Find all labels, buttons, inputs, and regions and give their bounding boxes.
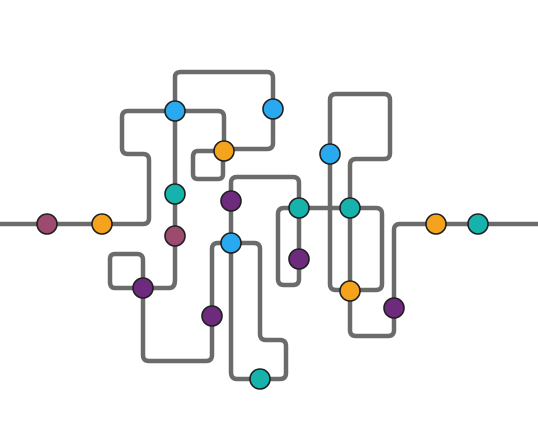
right-teal-node [339, 197, 361, 219]
track-lines [0, 69, 538, 382]
track-center-vertical [228, 198, 289, 382]
center-orange-node [213, 140, 235, 162]
right-blue-node [319, 143, 341, 165]
track-small-hook [190, 148, 227, 182]
track-small-left-loop [107, 240, 234, 364]
track-right-tall-loop [327, 91, 393, 293]
center-purple-node [220, 190, 242, 212]
mid-teal-node [288, 197, 310, 219]
far-right-orange-node [425, 213, 447, 235]
track-left-vertical [140, 108, 178, 291]
left-orange-node [91, 213, 113, 235]
track-main-left [0, 108, 227, 227]
track-mid-loop [275, 205, 302, 288]
left-mauve-node [36, 213, 58, 235]
track-right-connector [296, 205, 385, 293]
track-center-upper-loop [228, 174, 302, 262]
bottom-teal-node [249, 368, 271, 390]
center-teal-node [164, 183, 186, 205]
mid-purple-node [288, 248, 310, 270]
far-right-teal-node [467, 213, 489, 235]
station-nodes [36, 98, 489, 390]
top-blue-node-1 [164, 100, 186, 122]
lower-purple-node-2 [201, 305, 223, 327]
center-mauve-node [164, 225, 186, 247]
top-blue-node-2 [262, 98, 284, 120]
center-blue-node [220, 232, 242, 254]
track-right-lower-loop [347, 221, 538, 339]
right-orange-node [339, 280, 361, 302]
lower-purple-node-1 [132, 277, 154, 299]
right-purple-node [383, 297, 405, 319]
track-top-loop [172, 69, 276, 152]
